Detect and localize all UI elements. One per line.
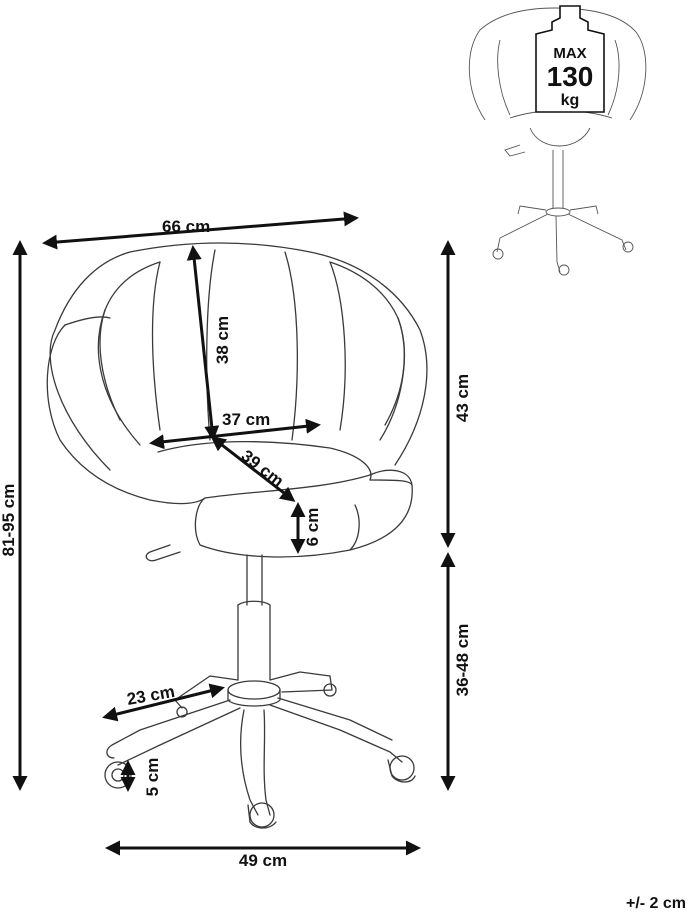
chair-illustration <box>46 242 428 829</box>
load-badge-unit: kg <box>561 92 580 109</box>
load-badge-value: 130 <box>547 61 594 92</box>
label-total-height: 81-95 cm <box>0 484 18 557</box>
label-seat-thickness: 6 cm <box>303 508 322 547</box>
label-backrest-side-height: 43 cm <box>453 374 472 422</box>
thumbnail-chair <box>468 7 647 276</box>
weight-icon <box>535 5 605 113</box>
label-seat-width: 37 cm <box>222 410 270 429</box>
dim-leg-line <box>102 683 225 722</box>
dim-seat-depth-line <box>210 436 296 502</box>
label-leg-length: 23 cm <box>125 682 176 709</box>
dim-backrest-line <box>186 245 220 441</box>
load-capacity-badge: MAX 130 kg <box>535 5 605 113</box>
label-backrest-height: 38 cm <box>213 316 232 364</box>
label-caster-height: 5 cm <box>143 758 162 797</box>
label-base-width: 49 cm <box>239 851 287 870</box>
label-width: 66 cm <box>162 217 210 236</box>
label-seat-height: 36-48 cm <box>453 624 472 697</box>
tolerance-note: +/- 2 cm <box>625 895 686 912</box>
load-badge-max: MAX <box>553 45 586 62</box>
label-seat-depth: 39 cm <box>238 446 288 491</box>
dimension-lines <box>12 211 456 856</box>
dim-width-line <box>42 211 359 250</box>
dim-seat-width-line <box>149 418 321 450</box>
